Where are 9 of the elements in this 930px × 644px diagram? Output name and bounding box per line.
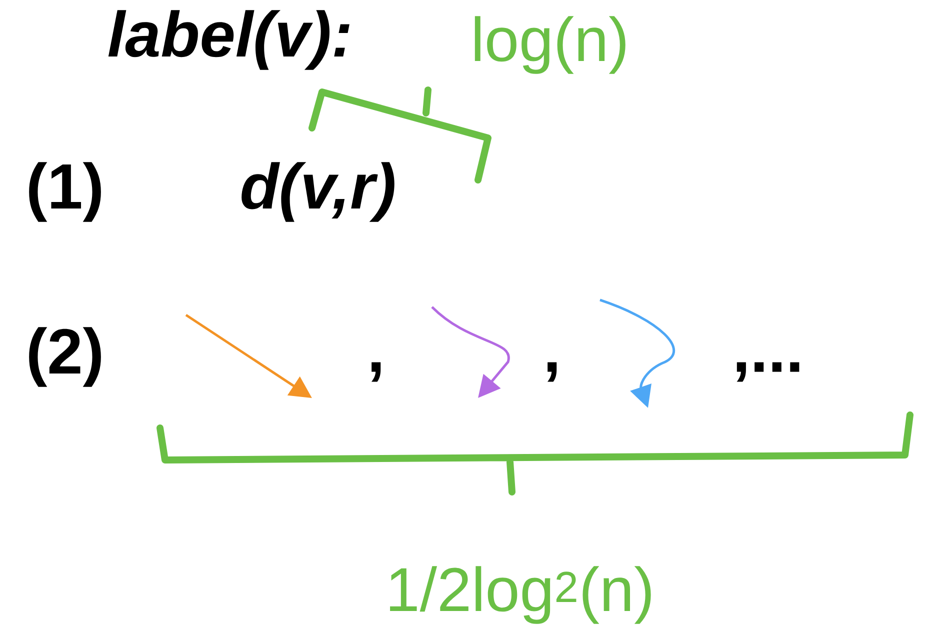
bracket-label: 1/2log$^{2}$(n): [390, 566, 651, 624]
row-number: (2): [29, 327, 101, 387]
title: label(v):: [108, 10, 350, 70]
bracket-label: log(n): [474, 16, 626, 74]
separator: ,: [371, 362, 381, 382]
separator: ,...: [736, 362, 800, 382]
separator: ,: [547, 362, 557, 382]
formula: d(v,r): [242, 162, 394, 222]
row-number: (1): [29, 162, 101, 222]
